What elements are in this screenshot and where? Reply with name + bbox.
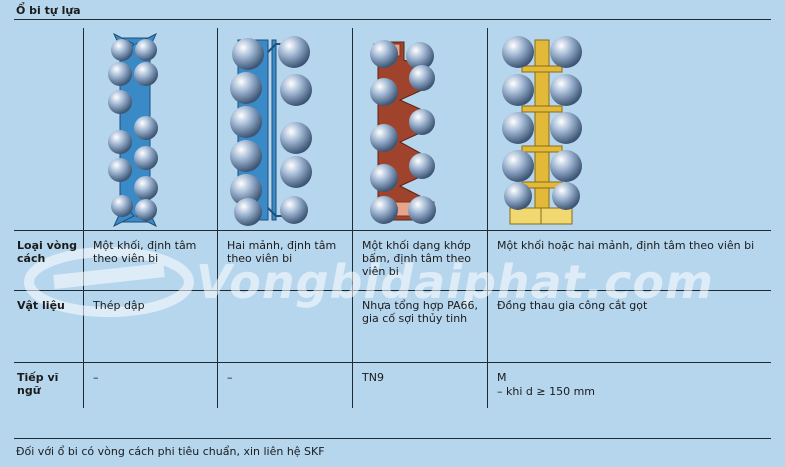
col-rule-2: [217, 28, 218, 408]
suffix-col-4-note: – khi d ≥ 150 mm: [497, 385, 596, 398]
material-col-1: Thép dập: [93, 299, 145, 312]
cage-type-col-1: Một khối, định tâm theo viên bi: [93, 239, 197, 265]
suffix-col-4: M: [497, 371, 507, 384]
steel-cage-two-piece-figure: [230, 36, 312, 226]
suffix-col-2: –: [227, 371, 233, 384]
row-label-material: Vật liệu: [17, 299, 65, 312]
row-rule-figures: [14, 230, 771, 231]
brass-cage-figure: [502, 36, 582, 225]
material-col-3: Nhựa tổng hợp PA66, gia cố sợi thủy tinh: [362, 299, 479, 325]
polyamide-cage-figure: [370, 40, 436, 224]
table-bottom-rule: [14, 438, 771, 439]
row-label-cage-type: Loại vòng cách: [17, 239, 78, 265]
cage-type-col-4: Một khối hoặc hai mảnh, định tâm theo vi…: [497, 239, 755, 252]
cage-type-col-2: Hai mảnh, định tâm theo viên bi: [227, 239, 337, 265]
row-label-suffix: Tiếp vĩ ngữ: [17, 371, 59, 397]
material-col-4: Đồng thau gia công cắt gọt: [497, 299, 648, 312]
col-rule-3: [352, 28, 353, 408]
suffix-col-1: –: [93, 371, 99, 384]
table-top-rule: [14, 19, 771, 20]
row-rule-cage-type: [14, 290, 771, 291]
col-rule-1: [83, 28, 84, 408]
page-title: Ổ bi tự lựa: [16, 4, 81, 17]
suffix-col-3: TN9: [362, 371, 384, 384]
cage-type-col-3: Một khối dạng khớp bấm, định tâm theo vi…: [362, 239, 471, 278]
footer-note: Đối với ổ bi có vòng cách phi tiêu chuẩn…: [16, 445, 325, 458]
watermark-text: Vongbidaiphat.com: [196, 255, 714, 309]
steel-cage-one-piece-figure: [108, 32, 158, 228]
row-rule-material: [14, 362, 771, 363]
col-rule-4: [487, 28, 488, 408]
